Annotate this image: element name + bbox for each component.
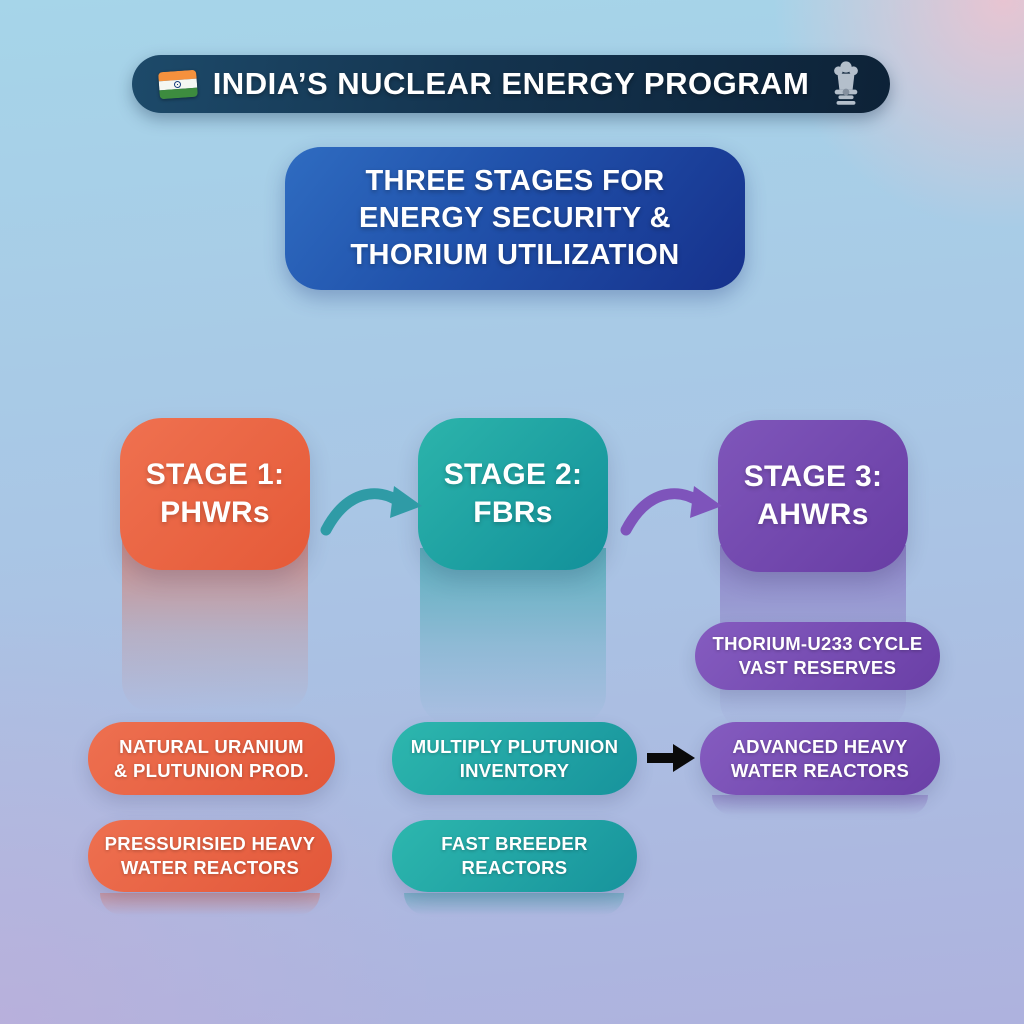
black-right-arrow-icon xyxy=(647,744,695,772)
stage-1-pill-reflection xyxy=(100,893,320,915)
pill-pressurised-line2: WATER REACTORS xyxy=(120,857,300,878)
title-banner: THREE STAGES FOR ENERGY SECURITY & THORI… xyxy=(285,147,745,290)
stage-2-name: FBRs xyxy=(473,496,553,529)
curved-arrow-stage2-to-stage3-icon xyxy=(620,486,722,536)
pill-fastbreeder-line1: FAST BREEDER xyxy=(441,833,588,854)
title-line-1: THREE STAGES FOR xyxy=(365,165,665,197)
pill-multiply-line1: MULTIPLY PLUTUNION xyxy=(410,735,619,757)
pill-advanced-line2: WATER REACTORS xyxy=(730,759,910,781)
stage-3-pill-reflection xyxy=(712,795,928,815)
stage-3-label: STAGE 3: xyxy=(743,460,883,493)
pill-fast-breeder: FAST BREEDER REACTORS xyxy=(392,820,637,892)
india-flag-icon xyxy=(157,69,198,99)
pill-natural-line1: NATURAL URANIUM xyxy=(119,735,304,757)
stage-1-name: PHWRs xyxy=(160,496,270,529)
pill-natural-line2: & PLUTUNION PROD. xyxy=(113,759,310,781)
pill-pressurised-heavy-water: PRESSURISIED HEAVY WATER REACTORS xyxy=(88,820,332,892)
stage-2-card: STAGE 2: FBRs xyxy=(418,418,608,570)
ashoka-emblem-icon xyxy=(834,61,859,105)
stage-2-pill-reflection xyxy=(404,893,624,915)
title-line-3: THORIUM UTILIZATION xyxy=(350,239,680,271)
pill-thorium-u233-cycle: THORIUM-U233 CYCLE VAST RESERVES xyxy=(695,622,940,690)
pill-multiply-line2: INVENTORY xyxy=(459,759,570,781)
pill-pressurised-line1: PRESSURISIED HEAVY xyxy=(104,833,316,854)
header-title: INDIA’S NUCLEAR ENERGY PROGRAM xyxy=(212,66,810,101)
pill-advanced-heavy-water: ADVANCED HEAVY WATER REACTORS xyxy=(700,722,940,795)
stage-3-name: AHWRs xyxy=(757,498,869,531)
curved-arrow-stage1-to-stage2-icon xyxy=(320,486,422,536)
pill-multiply-plutonium: MULTIPLY PLUTUNION INVENTORY xyxy=(392,722,637,795)
pill-thorium-line2: VAST RESERVES xyxy=(738,657,897,678)
pill-thorium-line1: THORIUM-U233 CYCLE xyxy=(712,633,923,654)
stage-2-label: STAGE 2: xyxy=(443,458,583,491)
title-line-2: ENERGY SECURITY & xyxy=(359,202,671,234)
stage-1-card: STAGE 1: PHWRs xyxy=(120,418,310,570)
stage-2-glow-trail xyxy=(420,548,606,724)
pill-natural-uranium: NATURAL URANIUM & PLUTUNION PROD. xyxy=(88,722,335,795)
header-banner: INDIA’S NUCLEAR ENERGY PROGRAM xyxy=(132,55,890,113)
pill-fastbreeder-line2: REACTORS xyxy=(461,857,568,878)
pill-advanced-line1: ADVANCED HEAVY xyxy=(732,735,908,757)
stage-1-label: STAGE 1: xyxy=(145,458,285,491)
stage-3-card: STAGE 3: AHWRs xyxy=(718,420,908,572)
